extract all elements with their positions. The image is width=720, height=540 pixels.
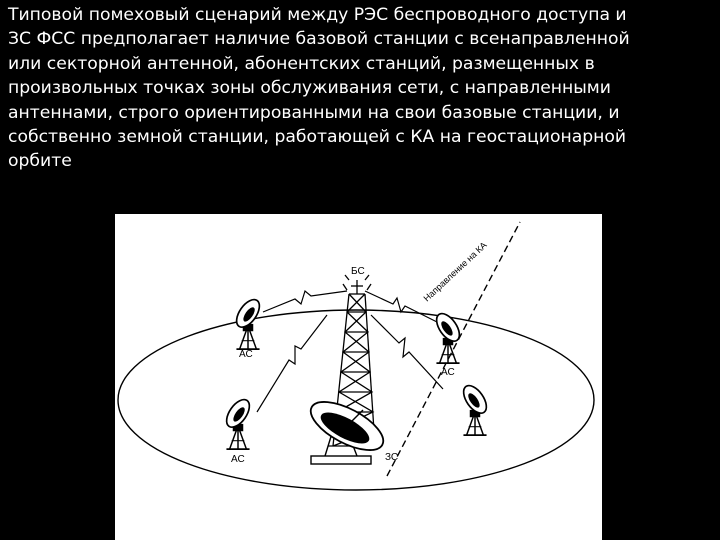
subscriber-label: АС [441,367,455,378]
subscriber-station-left-top: АС [231,294,265,360]
subscriber-label: АС [231,454,245,465]
interference-scenario-diagram: Направление на КА [115,214,602,540]
text-line: антеннами, строго ориентированными на св… [8,102,620,123]
text-line: или секторной антенной, абонентских стан… [8,53,595,74]
link-to-earth-station [370,314,444,390]
text-line: орбите [8,151,72,172]
text-line: ЗС ФСС предполагает наличие базовой стан… [8,29,630,50]
link-to-subscriber-right-top [364,290,438,323]
subscriber-station-right-bottom [458,380,492,436]
satellite-direction-label: Направление на КА [422,240,489,304]
base-station-label: БС [351,266,365,277]
subscriber-station-right-top: АС [431,308,465,378]
earth-station-label: ЗС [385,452,398,463]
text-line: Типовой помеховый сценарий между РЭС бес… [8,5,627,25]
description-text: Типовой помеховый сценарий между РЭС бес… [8,3,714,174]
service-area-ellipse [117,309,595,491]
earth-station [309,401,385,465]
radio-links [256,289,444,413]
subscriber-station-left-bottom: АС [221,394,255,465]
link-to-subscriber-left-bottom [256,314,328,413]
subscriber-label: АС [239,349,253,360]
text-line: произвольных точках зоны обслуживания се… [8,78,611,99]
link-to-subscriber-left-top [262,289,348,313]
satellite-direction-line [386,221,521,477]
text-line: собственно земной станции, работающей с … [8,127,627,148]
